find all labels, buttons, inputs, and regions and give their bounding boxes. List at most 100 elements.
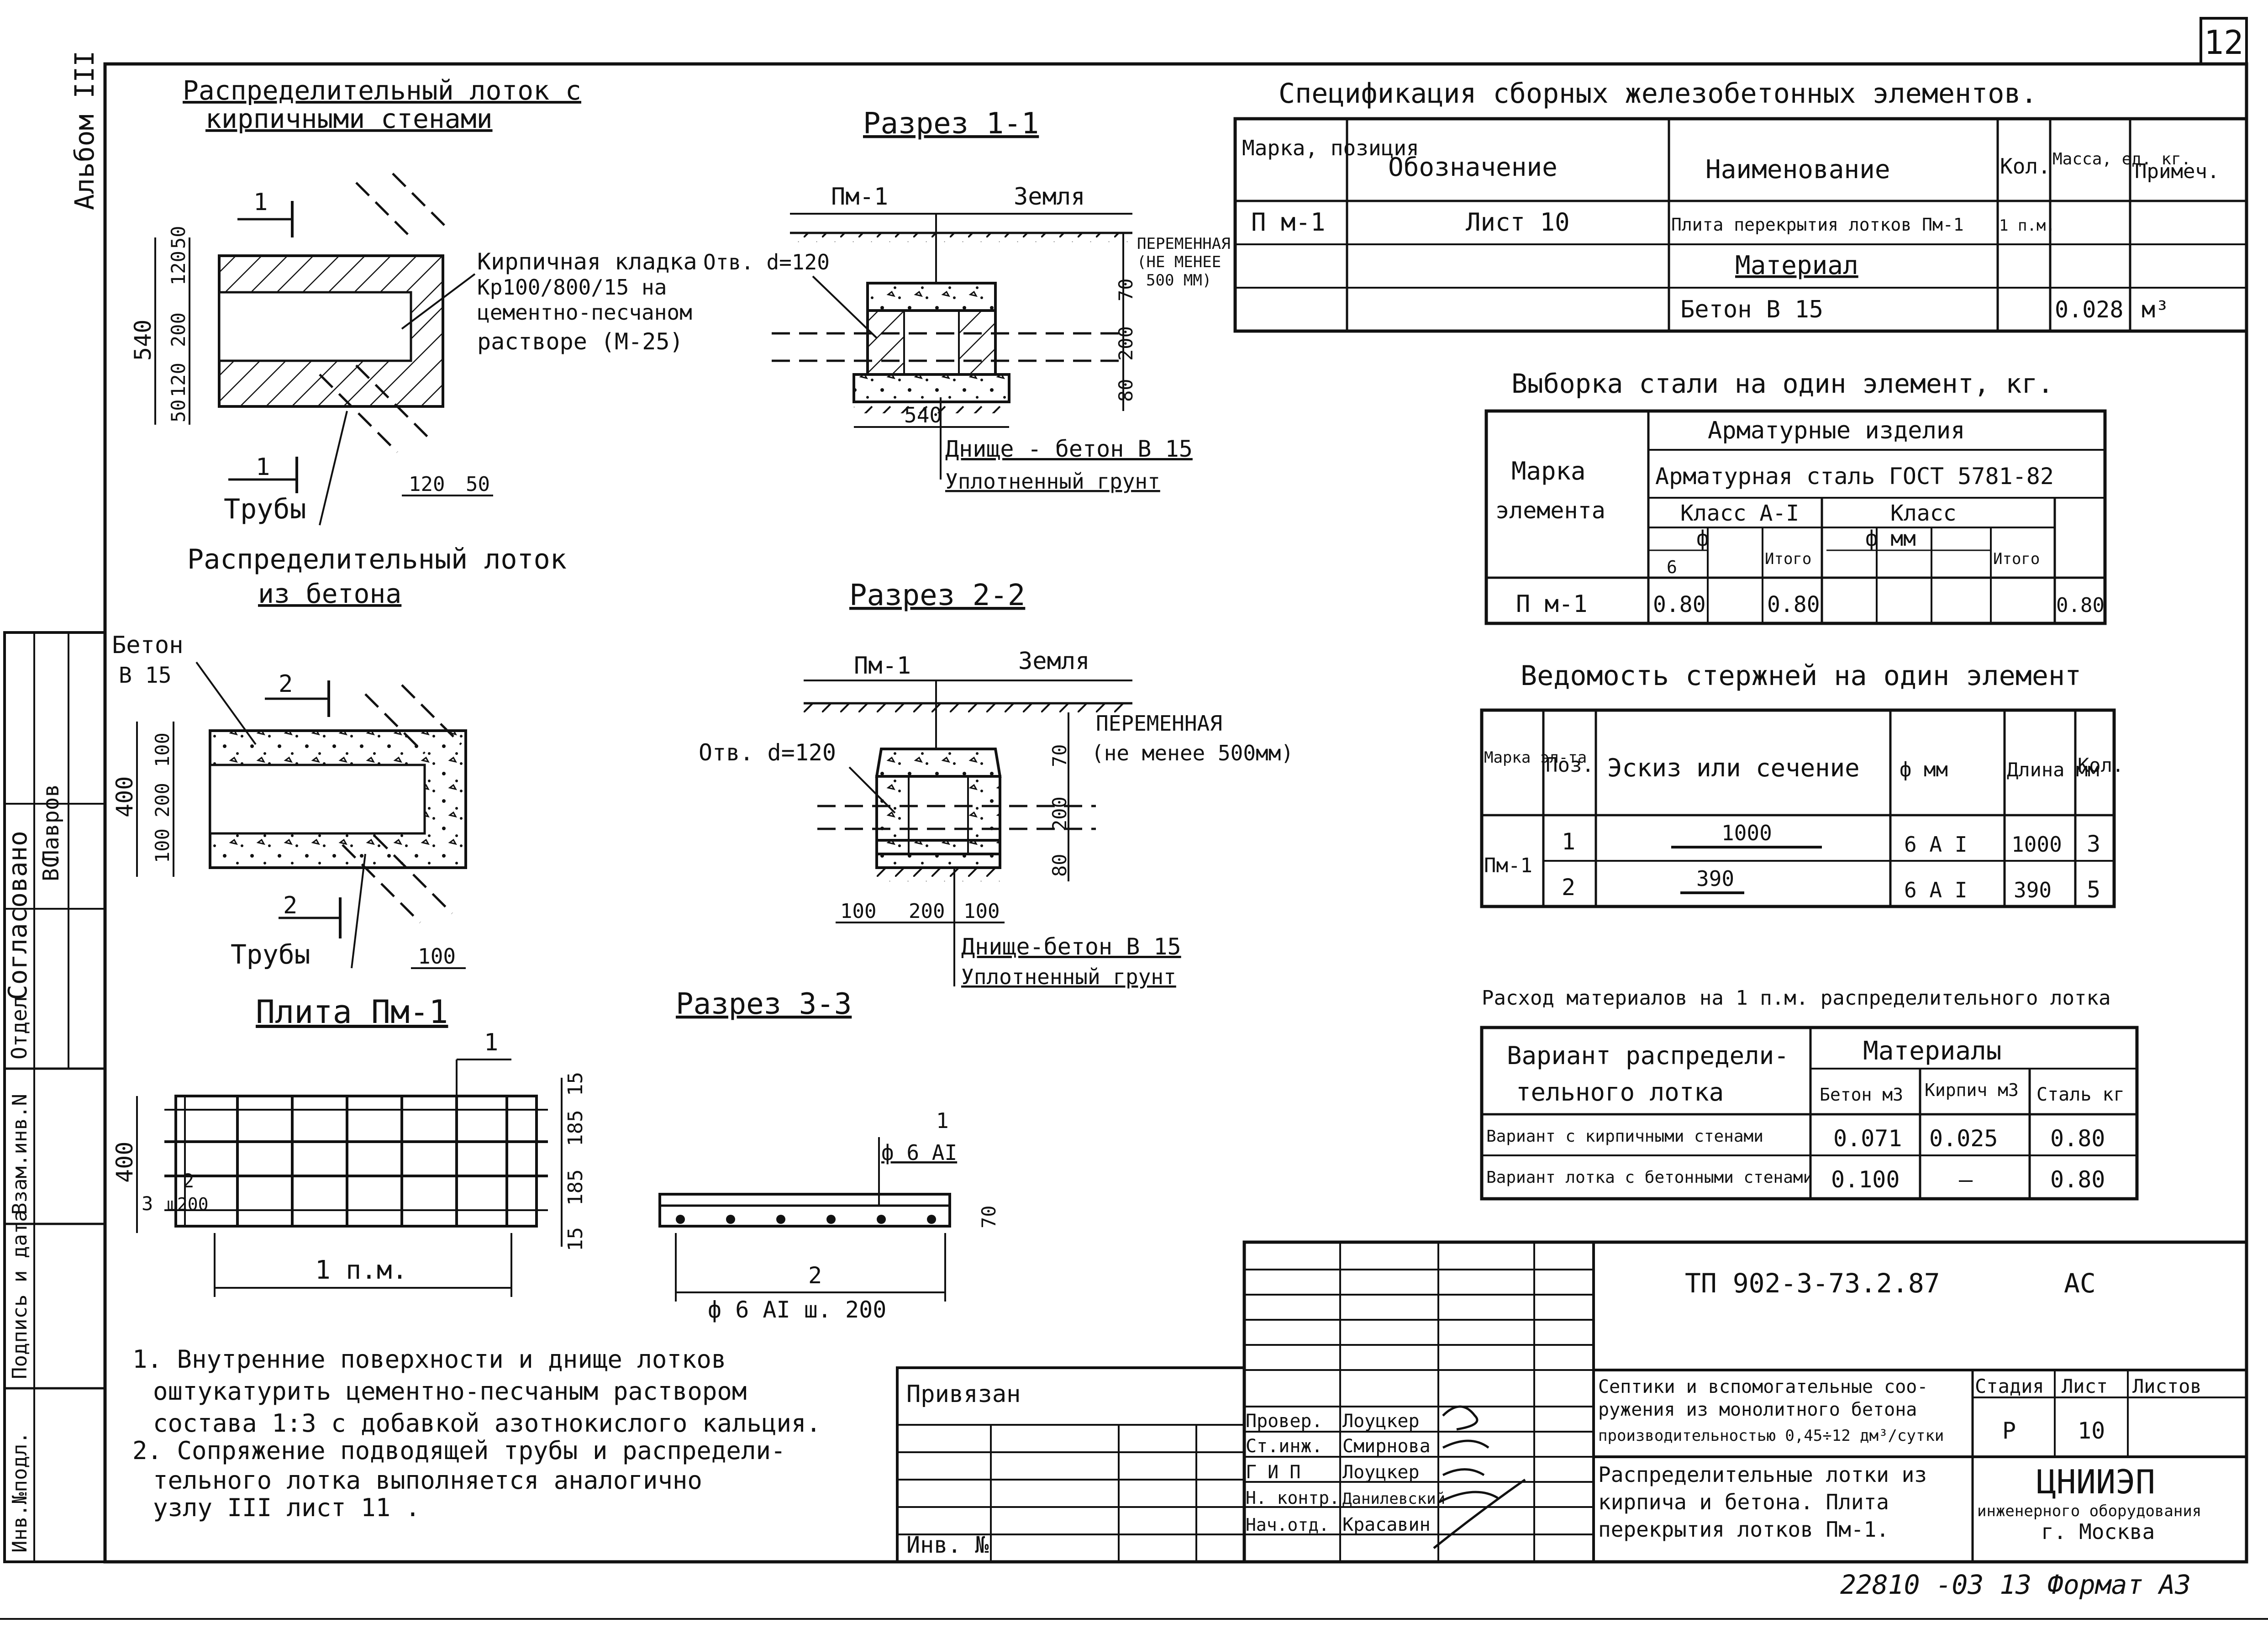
brick-callout-3: цементно-песчаном (477, 300, 692, 325)
materials-h-variant2: тельного лотка (1516, 1078, 1724, 1107)
tb-p5-role: Нач.отд. (1246, 1515, 1329, 1535)
section22-var1: ПЕРЕМЕННАЯ (1096, 711, 1222, 736)
tb-project-1: Септики и вспомогательные соо- (1598, 1376, 1928, 1397)
steel-h-items: Арматурные изделия (1708, 417, 1965, 444)
stamp-agreed: Согласовано (3, 831, 33, 1000)
section33-mark: 1 (936, 1108, 949, 1133)
section22-dim-b3: 100 (963, 900, 1000, 923)
section22-bottom1: Днище-бетон В 15 (961, 933, 1181, 960)
brick-dim-d: 120 (167, 363, 189, 397)
section33-rebar1: ф 6 АI (881, 1140, 957, 1165)
slab-plan: Плита Пм-1 1 400 2 3 ш200 15 185 185 15 … (111, 993, 587, 1297)
section11-var3: 500 ММ) (1146, 271, 1211, 290)
brick-callout-1: Кирпичная кладка (477, 248, 697, 275)
materials-h-steel: Сталь кг (2036, 1084, 2125, 1105)
rods-r2-phi: 6 А I (1904, 878, 1967, 902)
tb-p4-role: Н. контр. (1246, 1488, 1340, 1508)
notes: 1. Внутренние поверхности и днище лотков… (132, 1345, 821, 1522)
brick-dim-bottom-2: 50 (466, 473, 490, 496)
section22-dim-b2: 200 (909, 900, 945, 923)
tb-sheet-title-1: Распределительные лотки из (1598, 1462, 1927, 1487)
rods-table: Ведомость стержней на один элемент Марка… (1480, 660, 2124, 908)
slab-title: Плита Пм-1 (256, 993, 448, 1031)
rods-r1-sketch: 1000 (1721, 821, 1772, 845)
steel-h-steel: Арматурная сталь ГОСТ 5781-82 (1655, 463, 2054, 490)
brick-dim-c: 200 (167, 312, 189, 347)
section33-rebar2: ф 6 АI ш. 200 (708, 1296, 886, 1323)
materials-r2-concrete: 0.100 (1831, 1166, 1900, 1193)
steel-h-class1: Класс А-I (1680, 501, 1799, 526)
note-line-3: состава 1:3 с добавкой азотнокислого кал… (153, 1409, 821, 1438)
spec-r3-note: м³ (2142, 296, 2169, 323)
section22-pm: Пм-1 (854, 652, 911, 680)
rods-r2-sketch: 390 (1696, 866, 1734, 891)
steel-r-grand: 0.80 (2056, 594, 2105, 617)
stamp-col-1: Взам.инв.N (8, 1094, 32, 1215)
stamp-col-2: Подпись и дата (8, 1210, 32, 1379)
brick-dim-bottom-1: 120 (409, 473, 445, 496)
steel-h-total2: Итого (1993, 550, 2040, 568)
concrete-tray-plan: Распределительный лоток из бетона Бетон … (111, 543, 567, 970)
spec-h-mark: Марка, позиция (1242, 136, 1419, 160)
tb-sheet-title-2: кирпича и бетона. Плита (1598, 1490, 1889, 1514)
steel-title: Выборка стали на один элемент, кг. (1511, 368, 2053, 399)
tb-project-3: производительностью 0,45÷12 дм³/сутки (1598, 1427, 1944, 1445)
tb-p3-role: Г И П (1246, 1462, 1300, 1483)
brick-cut-bottom: 1 (256, 453, 270, 481)
tb-org-1: ЦНИИЭП (2036, 1463, 2155, 1501)
brick-tray-title-2: кирпичными стенами (205, 103, 493, 134)
rods-r2-pos: 2 (1562, 874, 1575, 901)
spec-h-name: Наименование (1705, 155, 1890, 184)
tb-bound: Привязан (906, 1381, 1021, 1408)
section11-dim-540: 540 (904, 403, 942, 427)
slab-dim-r3: 185 (564, 1170, 587, 1206)
steel-r-total: 0.80 (1767, 592, 1820, 617)
concrete-tray-title: Распределительный лоток (187, 543, 567, 575)
materials-r2-brick: — (1959, 1166, 1973, 1193)
tb-p3-name: Лоуцкер (1342, 1462, 1420, 1483)
brick-dim-a: 50 (167, 226, 189, 249)
note-line-4: 2. Сопряжение подводящей трубы и распред… (132, 1436, 785, 1465)
rods-h-qty: Кол. (2078, 754, 2124, 776)
spec-r3-name: Бетон В 15 (1680, 296, 1823, 323)
materials-title: Расход материалов на 1 п.м. распределите… (1482, 986, 2111, 1010)
section11-bottom1: Днище - бетон В 15 (945, 436, 1193, 462)
slab-dim-r2: 185 (564, 1110, 587, 1146)
steel-h-mark: Марка (1511, 457, 1586, 485)
concrete-label: Бетон (112, 632, 184, 659)
section11-pm: Пм-1 (831, 183, 888, 211)
section11-title: Разрез 1-1 (863, 107, 1039, 141)
steel-h-mark2: элемента (1495, 497, 1605, 524)
section22-bottom2: Уплотненный грунт (961, 964, 1176, 989)
tb-p1-role: Провер. (1246, 1411, 1323, 1432)
materials-r1-variant: Вариант с кирпичными стенами (1486, 1127, 1763, 1146)
spec-title: Спецификация сборных железобетонных элем… (1279, 78, 2037, 110)
steel-h-phi: ф (1696, 526, 1709, 551)
section11-dim-70: 70 (1115, 278, 1137, 301)
slab-dim-small-3: ш200 (167, 1194, 209, 1214)
album-label: Альбом III (69, 51, 100, 210)
concrete-dim-c: 100 (151, 828, 174, 863)
rods-h-phi: ф мм (1900, 758, 1948, 781)
steel-r-a1: 0.80 (1653, 592, 1706, 617)
signatures (1433, 1405, 1526, 1549)
section22-title: Разрез 2-2 (849, 579, 1025, 612)
rods-h-pos: Поз. (1546, 754, 1594, 777)
brick-dim-e: 50 (167, 399, 189, 422)
section22-dim-b1: 100 (840, 900, 876, 923)
rods-r1-length: 1000 (2011, 832, 2062, 857)
spec-h-note: Примеч. (2135, 160, 2219, 183)
section-2-2: Разрез 2-2 Пм-1 Земля Отв. d=120 ПЕРЕМЕН… (699, 579, 1294, 989)
materials-r1-steel: 0.80 (2050, 1125, 2105, 1152)
tb-section: АС (2064, 1268, 2096, 1299)
brick-pipes-label: Трубы (224, 493, 306, 525)
spec-r1-designation: Лист 10 (1466, 208, 1570, 237)
steel-table: Выборка стали на один элемент, кг. Марка… (1484, 368, 2107, 625)
section33-mark2: 2 (808, 1262, 822, 1289)
slab-mark: 1 (484, 1029, 498, 1056)
tb-org-2: инженерного оборудования (1977, 1502, 2201, 1520)
section-1-1: Разрез 1-1 Пм-1 Земля Отв. d=120 ПЕРЕМЕН… (703, 107, 1231, 494)
materials-r2-steel: 0.80 (2050, 1166, 2105, 1193)
tb-footer: 22810 -03 13 Формат А3 (1840, 1569, 2191, 1600)
rods-r1-pos: 1 (1562, 828, 1575, 855)
